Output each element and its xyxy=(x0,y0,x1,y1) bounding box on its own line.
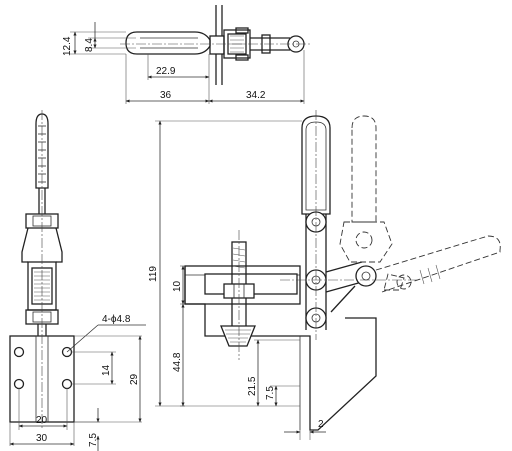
dim-overall-height: 119 xyxy=(148,266,159,282)
dim-top-length-left: 36 xyxy=(160,90,172,101)
dim-top-height-outer: 12.4 xyxy=(62,36,73,56)
side-view: 4-ϕ4.8 14 29 20 30 7.5 xyxy=(9,110,146,451)
dim-holes-label: 4-ϕ4.8 xyxy=(102,314,131,325)
dim-spindle-height: 44.8 xyxy=(172,352,183,372)
dim-top-height-inner: 8.4 xyxy=(84,38,95,52)
dim-base-hole-width: 20 xyxy=(36,415,48,426)
front-view: 119 10 44.8 21.5 7.5 2 xyxy=(148,110,501,440)
dim-mount-offset: 7.5 xyxy=(265,386,276,400)
dim-top-handle-width: 22.9 xyxy=(156,66,176,77)
dim-base-height: 29 xyxy=(129,373,140,385)
dim-top-length-right: 34.2 xyxy=(246,90,266,101)
dim-spindle-offset: 10 xyxy=(172,280,183,292)
top-view: 12.4 8.4 22.9 36 34.2 xyxy=(62,5,310,104)
dim-mount-height: 21.5 xyxy=(247,376,258,396)
dim-hole-spacing-vertical: 14 xyxy=(101,364,112,376)
dim-base-offset: 7.5 xyxy=(88,433,99,447)
dim-base-width: 30 xyxy=(36,433,48,444)
dim-plate-thickness: 2 xyxy=(318,419,324,430)
